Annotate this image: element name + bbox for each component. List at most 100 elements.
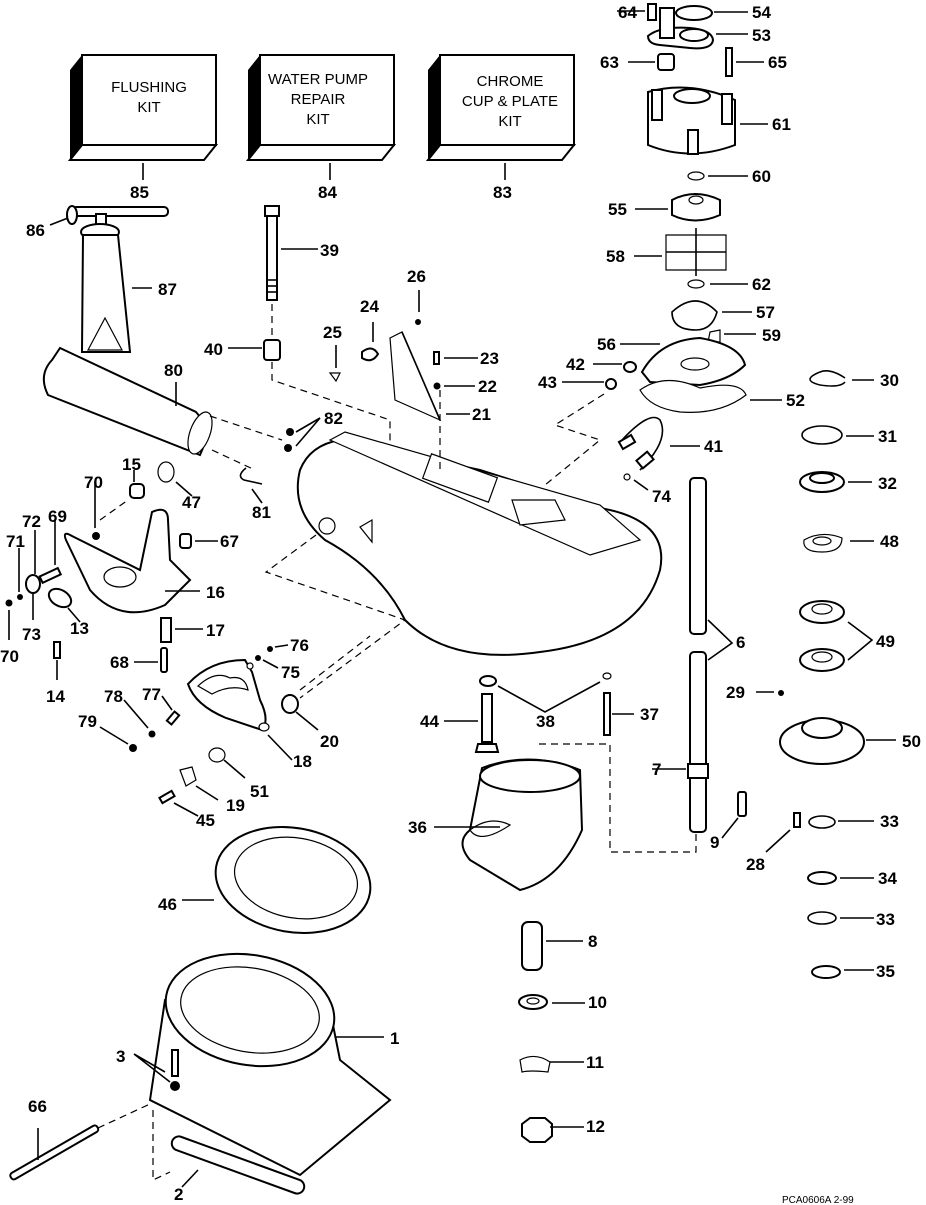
callout-labels: 85 84 83 86 87 39 40 80 25 24 26 23 22 2…	[0, 3, 921, 1204]
callout-87[interactable]: 87	[158, 280, 177, 299]
callout-42[interactable]: 42	[566, 355, 585, 374]
callout-32[interactable]: 32	[878, 474, 897, 493]
callout-56[interactable]: 56	[597, 335, 616, 354]
callout-71[interactable]: 71	[6, 532, 25, 551]
callout-57[interactable]: 57	[756, 303, 775, 322]
callout-60[interactable]: 60	[752, 167, 771, 186]
callout-41[interactable]: 41	[704, 437, 723, 456]
kit-box-flushing: FLUSHING KIT	[67, 54, 219, 180]
callout-70-bottom[interactable]: 70	[0, 647, 19, 666]
kit-label-line: CUP & PLATE	[462, 93, 558, 110]
stator-housing	[434, 672, 634, 892]
callout-81[interactable]: 81	[252, 503, 271, 522]
callout-26[interactable]: 26	[407, 267, 426, 286]
callout-25[interactable]: 25	[323, 323, 342, 342]
callout-58[interactable]: 58	[606, 247, 625, 266]
callout-39[interactable]: 39	[320, 241, 339, 260]
callout-59[interactable]: 59	[762, 326, 781, 345]
callout-10[interactable]: 10	[588, 993, 607, 1012]
callout-38[interactable]: 38	[536, 712, 555, 731]
callout-86[interactable]: 86	[26, 221, 45, 240]
callout-21[interactable]: 21	[472, 405, 491, 424]
callout-29[interactable]: 29	[726, 683, 745, 702]
callout-78[interactable]: 78	[104, 687, 123, 706]
callout-7[interactable]: 7	[652, 760, 661, 779]
callout-52[interactable]: 52	[786, 391, 805, 410]
callout-85[interactable]: 85	[130, 183, 149, 202]
callout-51[interactable]: 51	[250, 782, 269, 801]
callout-8[interactable]: 8	[588, 932, 597, 951]
kit-box-water-pump: WATER PUMP REPAIR KIT	[245, 54, 397, 180]
callout-18[interactable]: 18	[293, 752, 312, 771]
callout-28[interactable]: 28	[746, 855, 765, 874]
callout-17[interactable]: 17	[206, 621, 225, 640]
callout-54[interactable]: 54	[752, 3, 771, 22]
callout-69[interactable]: 69	[48, 507, 67, 526]
callout-24[interactable]: 24	[360, 297, 379, 316]
intake-tube	[42, 346, 321, 504]
callout-68[interactable]: 68	[110, 653, 129, 672]
callout-61[interactable]: 61	[772, 115, 791, 134]
callout-63[interactable]: 63	[600, 53, 619, 72]
callout-6[interactable]: 6	[736, 633, 745, 652]
callout-43[interactable]: 43	[538, 373, 557, 392]
callout-30[interactable]: 30	[880, 371, 899, 390]
callout-15[interactable]: 15	[122, 455, 141, 474]
callout-80[interactable]: 80	[164, 361, 183, 380]
callout-45[interactable]: 45	[196, 811, 215, 830]
callout-77[interactable]: 77	[142, 685, 161, 704]
kit-label-line: REPAIR	[291, 91, 346, 108]
callout-13[interactable]: 13	[70, 619, 89, 638]
callout-47[interactable]: 47	[182, 493, 201, 512]
callout-76[interactable]: 76	[290, 636, 309, 655]
callout-40[interactable]: 40	[204, 340, 223, 359]
callout-2[interactable]: 2	[174, 1185, 183, 1204]
callout-82[interactable]: 82	[324, 409, 343, 428]
callout-33-top[interactable]: 33	[880, 812, 899, 831]
callout-75[interactable]: 75	[281, 663, 300, 682]
callout-23[interactable]: 23	[480, 349, 499, 368]
callout-44[interactable]: 44	[420, 712, 439, 731]
callout-37[interactable]: 37	[640, 705, 659, 724]
callout-73[interactable]: 73	[22, 625, 41, 644]
callout-65[interactable]: 65	[768, 53, 787, 72]
callout-46[interactable]: 46	[158, 895, 177, 914]
callout-55[interactable]: 55	[608, 200, 627, 219]
kit-label-line: KIT	[137, 99, 160, 116]
callout-70-top[interactable]: 70	[84, 473, 103, 492]
callout-33-bottom[interactable]: 33	[876, 910, 895, 929]
callout-83[interactable]: 83	[493, 183, 512, 202]
callout-20[interactable]: 20	[320, 732, 339, 751]
steering-assembly	[5, 461, 218, 680]
kit-label-line: KIT	[306, 111, 329, 128]
callout-35[interactable]: 35	[876, 962, 895, 981]
pump-housing	[264, 390, 663, 699]
callout-9[interactable]: 9	[710, 833, 719, 852]
water-pump-assembly	[544, 3, 782, 491]
callout-36[interactable]: 36	[408, 818, 427, 837]
callout-74[interactable]: 74	[652, 487, 671, 506]
driveshaft	[535, 477, 747, 853]
callout-19[interactable]: 19	[226, 796, 245, 815]
callout-64[interactable]: 64	[618, 3, 637, 22]
callout-3[interactable]: 3	[116, 1047, 125, 1066]
callout-62[interactable]: 62	[752, 275, 771, 294]
kit-box-chrome-cup: CHROME CUP & PLATE KIT	[425, 54, 577, 180]
callout-49[interactable]: 49	[876, 632, 895, 651]
callout-67[interactable]: 67	[220, 532, 239, 551]
callout-14[interactable]: 14	[46, 687, 65, 706]
callout-79[interactable]: 79	[78, 712, 97, 731]
callout-53[interactable]: 53	[752, 26, 771, 45]
callout-66[interactable]: 66	[28, 1097, 47, 1116]
callout-72[interactable]: 72	[22, 512, 41, 531]
callout-16[interactable]: 16	[206, 583, 225, 602]
callout-22[interactable]: 22	[478, 377, 497, 396]
callout-48[interactable]: 48	[880, 532, 899, 551]
callout-84[interactable]: 84	[318, 183, 337, 202]
callout-31[interactable]: 31	[878, 427, 897, 446]
callout-11[interactable]: 11	[586, 1053, 604, 1072]
callout-1[interactable]: 1	[390, 1029, 399, 1048]
callout-34[interactable]: 34	[878, 869, 897, 888]
callout-12[interactable]: 12	[586, 1117, 605, 1136]
callout-50[interactable]: 50	[902, 732, 921, 751]
